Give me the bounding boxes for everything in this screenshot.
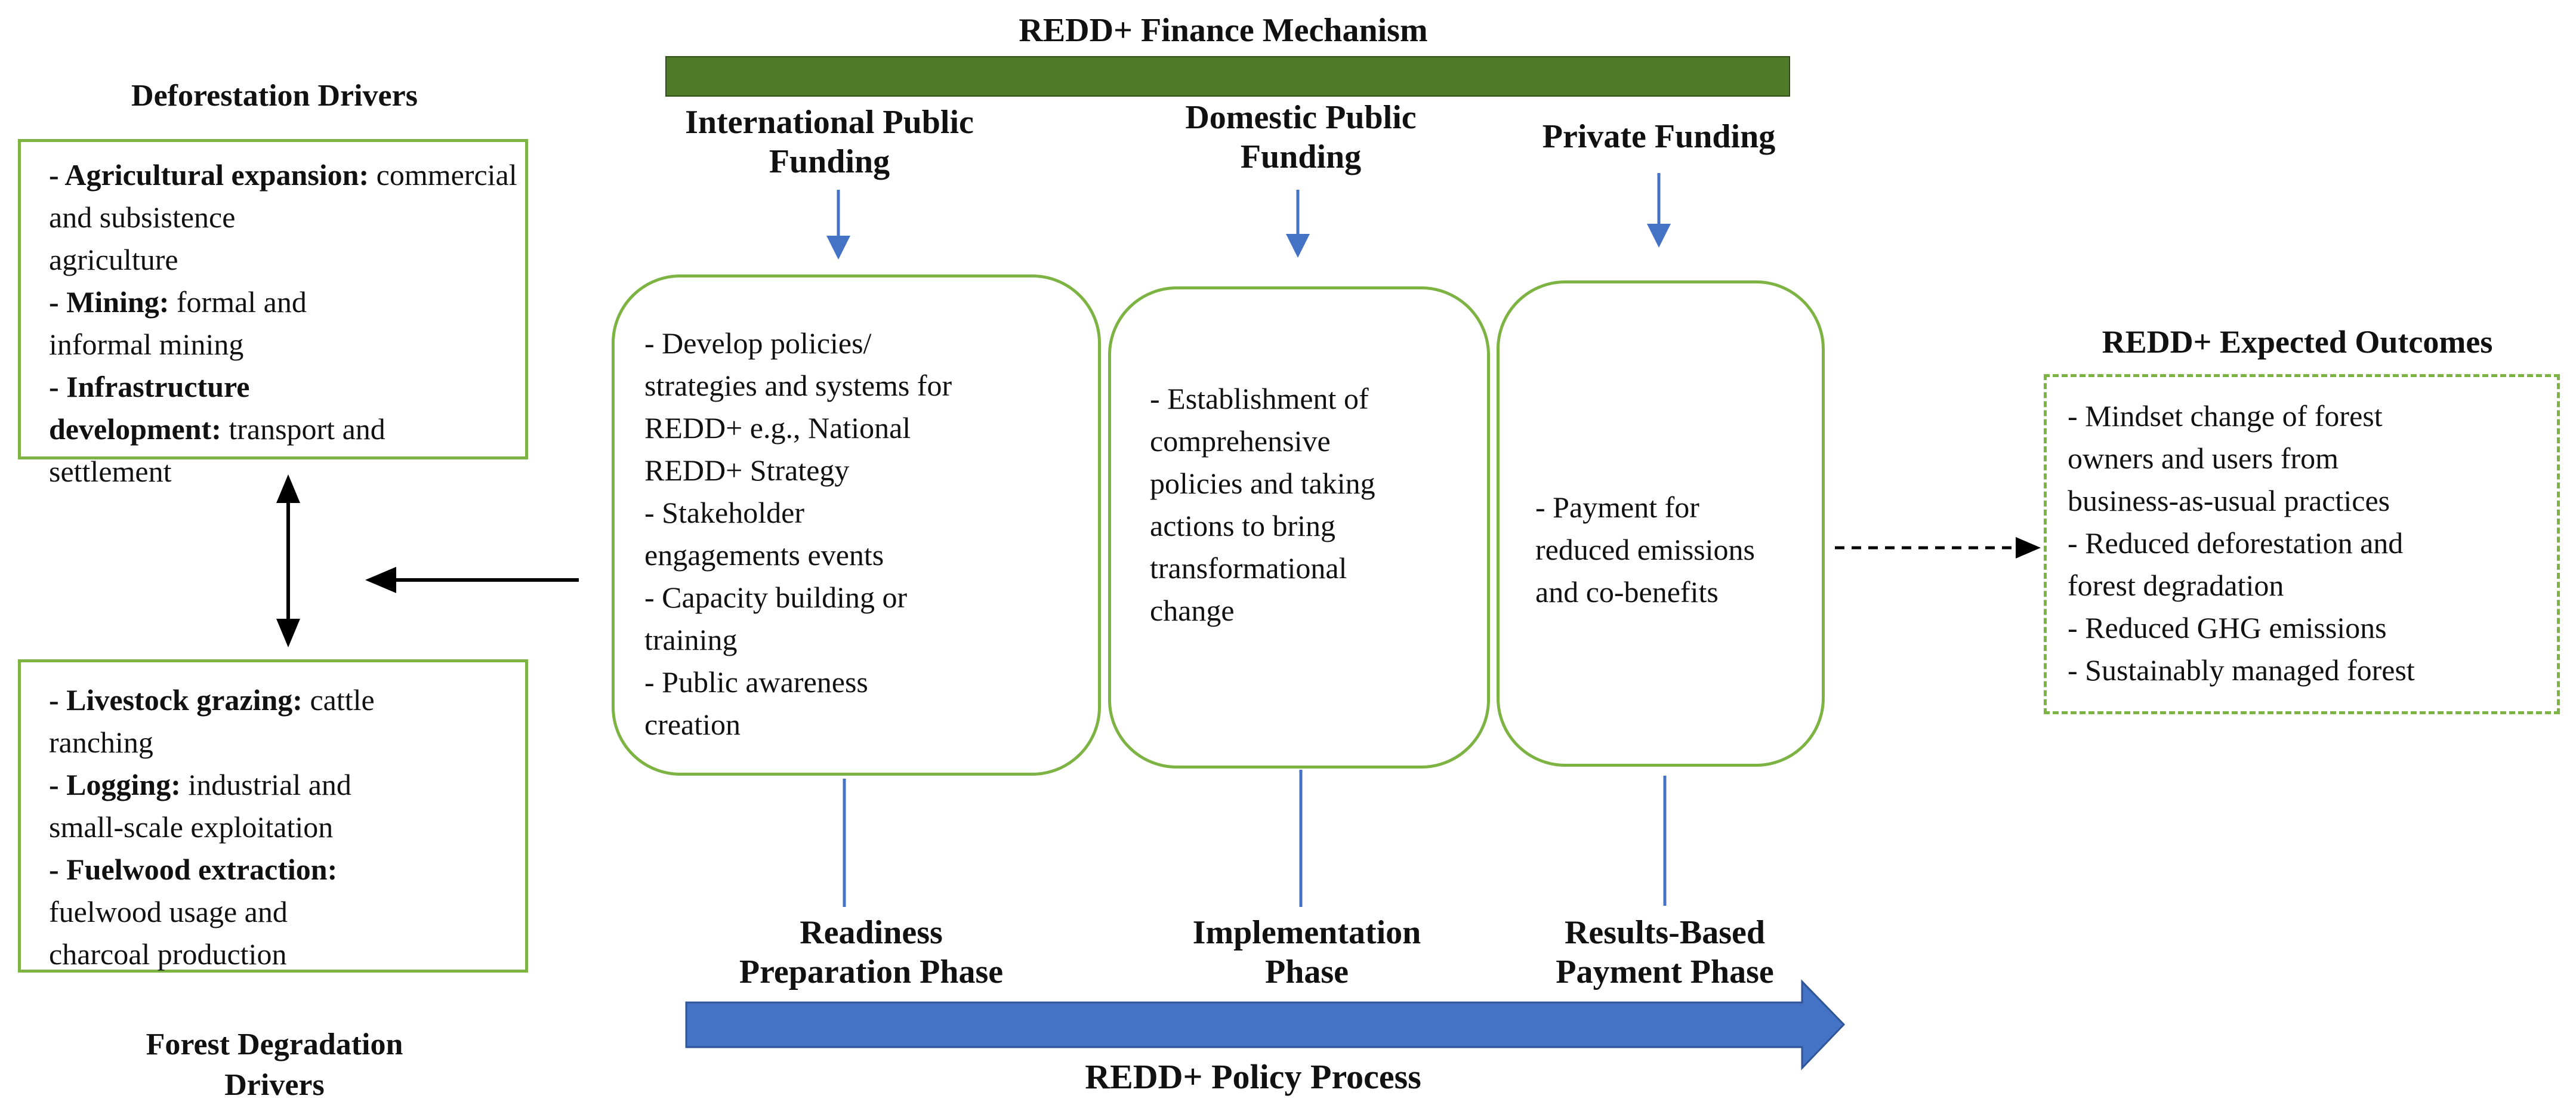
domestic-funding-label: Domestic Public Funding (1185, 99, 1417, 175)
policy-process-arrow (685, 979, 1846, 1070)
readiness-line: REDD+ Strategy (644, 453, 850, 487)
outcome-line: - Reduced GHG emissions (2068, 611, 2387, 644)
implementation-line: - Establishment of (1150, 382, 1369, 415)
outcomes-dashed-arrow (1835, 537, 2041, 558)
results-activities: - Payment for reduced emissions and co-ben… (1535, 486, 1822, 613)
implementation-phase-label: Implementation Phase (1192, 914, 1421, 990)
readiness-phase-label: Readiness Preparation Phase (739, 914, 1004, 990)
outcome-line: owners and users from (2068, 442, 2339, 475)
results-phase-box: - Payment for reduced emissions and co-ben… (1497, 280, 1825, 767)
driver-mining-cont: informal mining (49, 328, 244, 361)
readiness-line: - Capacity building or (644, 581, 908, 614)
driver-mining: - Mining: formal and (49, 285, 307, 319)
readiness-line: training (644, 623, 738, 656)
finance-title: REDD+ Finance Mechanism (1019, 12, 1428, 49)
readiness-line: engagements events (644, 538, 884, 572)
results-line: and co-benefits (1535, 575, 1719, 609)
implementation-line: comprehensive (1150, 424, 1331, 458)
outcomes-list: - Mindset change of forest owners and use… (2068, 395, 2557, 692)
policy-process-label: REDD+ Policy Process (1085, 1057, 1421, 1096)
degradation-drivers-box: - Livestock grazing: cattle ranching - L… (18, 659, 528, 973)
driver-livestock: - Livestock grazing: cattle (49, 683, 375, 717)
readiness-activities: - Develop policies/strategies and system… (644, 322, 1086, 746)
outcome-line: - Reduced deforestation and (2068, 526, 2404, 560)
driver-agricultural: - Agricultural expansion: commercial and… (49, 158, 517, 234)
readiness-line: REDD+ e.g., National (644, 411, 911, 445)
driver-logging-cont: small-scale exploitation (49, 810, 334, 844)
readiness-line: creation (644, 708, 741, 741)
feedback-left-arrow (365, 567, 579, 593)
driver-agricultural-cont: agriculture (49, 243, 178, 276)
driver-fuelwood-cont: fuelwood usage and (49, 895, 288, 928)
implementation-line: change (1150, 594, 1235, 627)
driver-livestock-cont: ranching (49, 726, 153, 759)
readiness-line: - Stakeholder (644, 496, 804, 529)
implementation-phase-box: - Establishment of comprehensive policies … (1108, 286, 1490, 769)
outcome-line: business-as-usual practices (2068, 484, 2390, 517)
private-funding-label: Private Funding (1542, 118, 1776, 155)
outcome-line: - Sustainably managed forest (2068, 653, 2415, 687)
international-funding-label: International Public Funding (685, 104, 974, 180)
results-phase-label: Results-Based Payment Phase (1556, 914, 1774, 990)
implementation-line: transformational (1150, 551, 1347, 585)
deforestation-heading: Deforestation Drivers (131, 79, 418, 113)
implementation-activities: - Establishment of comprehensive policies … (1150, 378, 1484, 632)
implementation-line: policies and taking (1150, 467, 1375, 500)
readiness-line: - Public awareness (644, 665, 868, 699)
drivers-double-arrow (276, 474, 300, 647)
implementation-line: actions to bring (1150, 509, 1336, 542)
deforestation-drivers-box: - Agricultural expansion: commercial and… (18, 139, 528, 488)
outcomes-heading: REDD+ Expected Outcomes (2102, 324, 2493, 360)
private-funding-arrow (1647, 173, 1671, 248)
driver-fuelwood-cont2: charcoal production (49, 937, 287, 971)
domestic-funding-arrow (1286, 190, 1310, 258)
driver-fuelwood: - Fuelwood extraction: (49, 853, 338, 886)
driver-infrastructure: - Infrastructure (49, 370, 250, 403)
outcome-line: forest degradation (2068, 569, 2284, 602)
driver-infrastructure-cont: development: transport and (49, 412, 385, 446)
readiness-line: - Develop policies/ (644, 326, 872, 360)
outcome-line: - Mindset change of forest (2068, 399, 2383, 433)
finance-bar (665, 56, 1790, 97)
international-funding-arrow (826, 190, 850, 260)
driver-infrastructure-cont2: settlement (49, 455, 172, 488)
results-line: reduced emissions (1535, 533, 1755, 566)
degradation-heading: Forest Degradation Drivers (146, 1027, 403, 1102)
results-line: - Payment for (1535, 490, 1699, 524)
readiness-line: strategies and systems for (644, 369, 952, 402)
outcomes-box: - Mindset change of forest owners and use… (2044, 374, 2560, 714)
readiness-phase-box: - Develop policies/strategies and system… (612, 274, 1101, 776)
driver-logging: - Logging: industrial and (49, 768, 351, 801)
